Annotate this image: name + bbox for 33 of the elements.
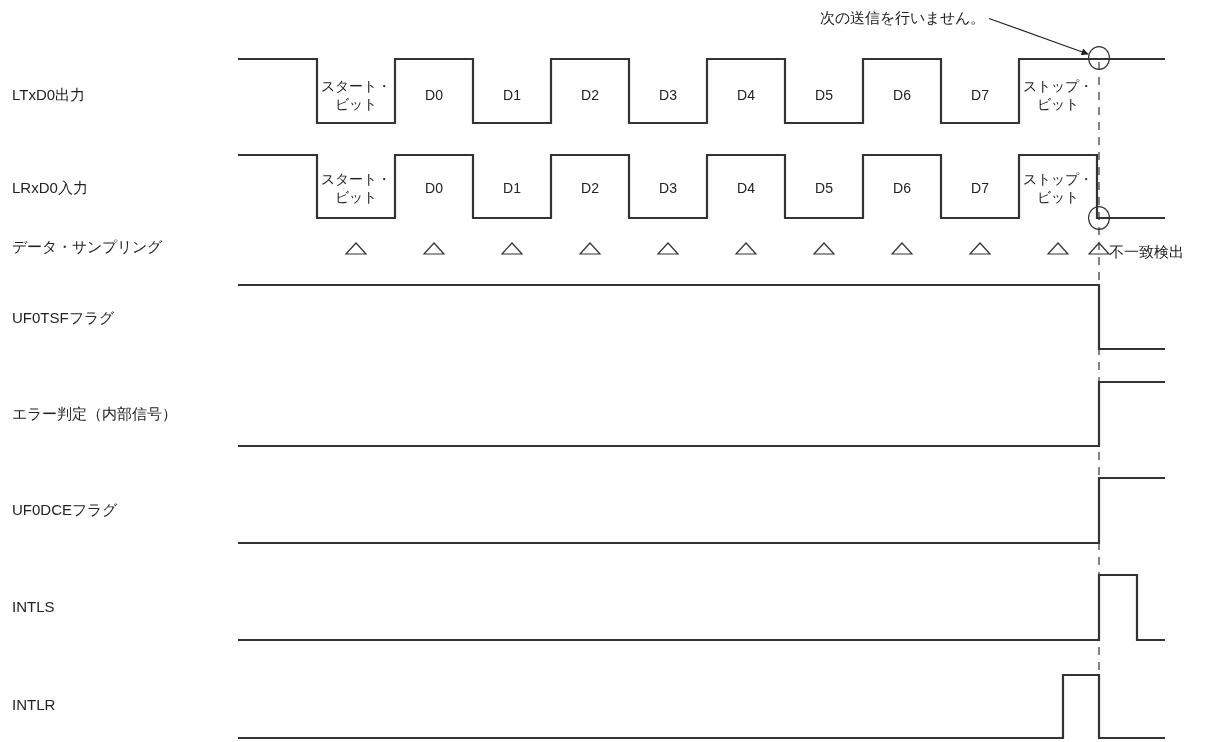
signal-label: INTLS [12,599,55,614]
callout-text: 次の送信を行いません。 [820,9,985,28]
bit-label: スタート・ビット [320,169,392,207]
signal-label: エラー判定（内部信号） [12,406,177,421]
bit-label: D3 [658,85,678,105]
bit-label: D2 [580,85,600,105]
highlight-circle [1088,206,1110,230]
leader-arrow [988,17,1090,56]
signal-label: LRxD0入力 [12,180,88,195]
bit-label: D7 [970,85,990,105]
bit-label: D6 [892,85,912,105]
highlight-circle [1088,46,1110,70]
bit-label: D0 [424,85,444,105]
bit-label: D7 [970,178,990,198]
bit-label: D2 [580,178,600,198]
signal-label: INTLR [12,697,56,712]
bit-label: ストップ・ビット [1022,76,1094,114]
bit-label: D1 [502,85,522,105]
bit-label: D3 [658,178,678,198]
bit-label: D0 [424,178,444,198]
bit-label: D4 [736,85,756,105]
bit-label: ストップ・ビット [1022,169,1094,207]
bit-label: D5 [814,178,834,198]
bit-label: スタート・ビット [320,76,392,114]
bit-label: D1 [502,178,522,198]
signal-label: LTxD0出力 [12,87,86,102]
bit-label: D4 [736,178,756,198]
signal-label: データ・サンプリング [12,239,162,254]
signal-label: UF0DCEフラグ [12,502,117,517]
bit-label: D6 [892,178,912,198]
signal-label: 不一致検出 [1109,244,1184,259]
signal-label: UF0TSFフラグ [12,310,114,325]
bit-label: D5 [814,85,834,105]
